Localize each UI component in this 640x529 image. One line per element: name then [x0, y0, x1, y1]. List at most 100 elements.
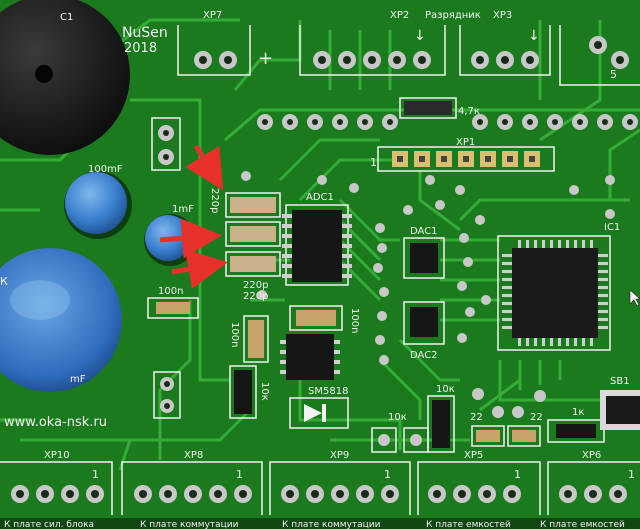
cap-100n-adc-outline [289, 305, 343, 331]
ic1-pins [502, 240, 608, 346]
res-10k-b-label: 10к [388, 412, 407, 423]
vias-center [241, 171, 615, 418]
adc1-pins [282, 214, 352, 278]
xp3-label: XP3 [493, 10, 512, 21]
bottom-edge [0, 518, 640, 529]
res-22-a-label: 22 [470, 412, 483, 423]
res-22-a [476, 430, 500, 442]
res-10k-mid [432, 400, 450, 448]
res-10k-c-label: 10к [436, 384, 455, 395]
cap-220p-a-label: 220р [243, 280, 268, 291]
top-connector-outlines [177, 25, 640, 86]
bottom-label-e: К плате емкостей [540, 520, 625, 529]
pin1-b-label: 1 [236, 468, 243, 481]
cap-100n-vert [248, 320, 264, 358]
cap-100n-vert-outline [243, 315, 269, 363]
sm5818-label: SM5818 [308, 386, 348, 397]
res-10k-a-label: 10к [259, 382, 270, 401]
down-arrow-b: ↓ [528, 28, 540, 44]
res-22-a-outline [471, 425, 505, 447]
small-ic-pins [280, 340, 340, 374]
dac1-outline [403, 237, 445, 279]
cap-1mf-label: 1mF [172, 204, 194, 215]
bottom-label-b: К плате коммутации [140, 520, 239, 529]
res-10k-left [234, 370, 252, 414]
plus-label: + [258, 48, 273, 69]
bottom-connector-outlines [0, 461, 640, 515]
cap-220p-rot-label: 220р [209, 188, 220, 213]
pad-square-b [403, 427, 429, 453]
bottom-label-c: К плате коммутации [282, 520, 381, 529]
via-row [257, 114, 638, 130]
res-10k-left-outline [229, 365, 257, 419]
ic1-label: IC1 [604, 222, 620, 233]
mf-small-label: mF [70, 374, 86, 385]
cap-220p-stack [225, 192, 281, 277]
razryadnik-label: Разрядник [425, 10, 481, 21]
cap-100n-a-label: 100n [158, 286, 183, 297]
pad-pair-outline [153, 371, 181, 419]
res-4k7-label: 4,7к [458, 106, 480, 117]
res-22-b-outline [507, 425, 541, 447]
cap-large [0, 248, 122, 392]
pin1-a-label: 1 [92, 468, 99, 481]
xp1-label: XP1 [456, 137, 475, 148]
xp6-label: XP6 [582, 450, 601, 461]
adc1-label: ADC1 [306, 192, 334, 203]
resistor-4k7-outline [399, 97, 457, 119]
dac2-label: DAC2 [410, 350, 438, 361]
cap-pad-outline [151, 117, 181, 171]
xp7-label: XP7 [203, 10, 222, 21]
pad-square-a [371, 427, 397, 453]
small-ic [286, 334, 334, 380]
cap-100mf [65, 172, 127, 234]
cap-large-highlight [10, 280, 70, 320]
brand-label: NuSen [122, 25, 168, 41]
cap-100n-b-label: 100n [349, 308, 360, 333]
diode-bar [322, 404, 326, 422]
cap-100n-left [156, 302, 190, 314]
xp2-label: XP2 [390, 10, 409, 21]
pin-5-label: 5 [610, 68, 617, 81]
diode-triangle [304, 404, 322, 422]
partial-c1-label: C1 [60, 12, 73, 23]
dac2-chip [410, 307, 438, 337]
cap-100mf-label: 100mF [88, 164, 123, 175]
bottom-label-a: К плате сил. блока [4, 520, 94, 529]
xp9-label: XP9 [330, 450, 349, 461]
xp1-pins [392, 151, 540, 167]
res-10k-mid-outline [427, 395, 455, 453]
top-connector-pads [194, 36, 629, 69]
cap-100n-adc [296, 310, 336, 326]
bottom-connector-pads [11, 485, 627, 503]
sb1-button-top [606, 396, 640, 424]
dac2-outline [403, 301, 445, 345]
buzzer [0, 0, 130, 155]
adc1-chip [292, 210, 342, 282]
down-arrow-a: ↓ [414, 28, 426, 44]
pin1-e-label: 1 [628, 468, 635, 481]
res-22-b [512, 430, 536, 442]
xp1-outline [377, 146, 555, 172]
ic1-outline [497, 235, 611, 351]
sb1-label: SB1 [610, 376, 630, 387]
buzzer-hole [35, 65, 53, 83]
diode-outline [289, 397, 349, 429]
dac1-chip [410, 243, 438, 273]
pin1-c-label: 1 [384, 468, 391, 481]
bottom-label-d: К плате емкостей [426, 520, 511, 529]
ic1-chip [512, 248, 598, 338]
dac1-label: DAC1 [410, 226, 438, 237]
res-1k [556, 424, 596, 438]
xp10-label: XP10 [44, 450, 70, 461]
partial-k-label: К [0, 275, 8, 288]
silkscreen-text: NuSen 2018 C1 К XP7 + XP2 Разрядник XP3 … [0, 10, 635, 529]
cursor-icon [629, 289, 640, 307]
resistor-4k7-body [404, 101, 452, 115]
res-1k-label: 1к [572, 407, 584, 418]
cap-100n-c-label: 100n [229, 322, 240, 347]
year-label: 2018 [124, 41, 157, 56]
cap-220p-b-label: 220р [243, 291, 268, 302]
